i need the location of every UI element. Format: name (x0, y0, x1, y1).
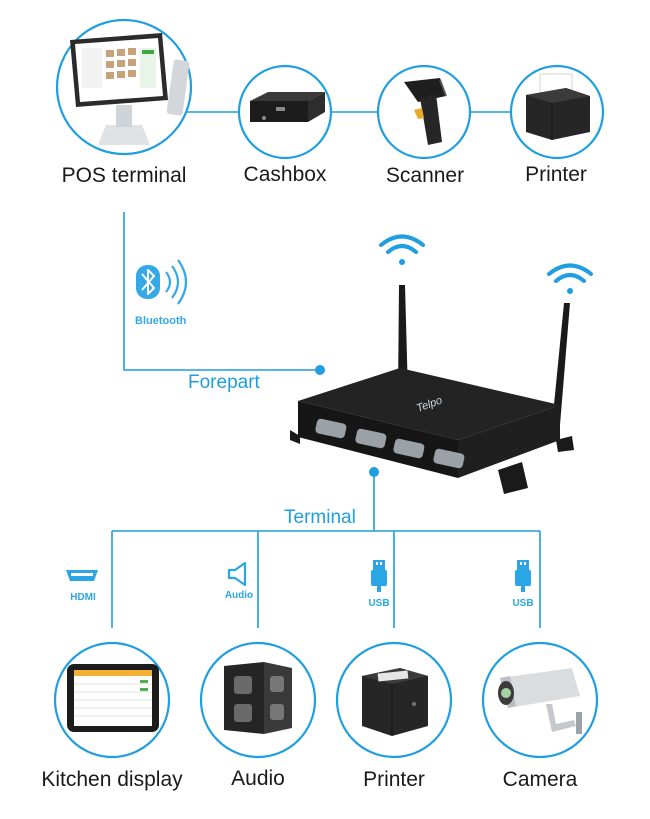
device-label-printer: Printer (525, 163, 587, 186)
security-camera-icon (481, 641, 599, 759)
device-label-pos: POS terminal (61, 164, 187, 187)
terminal-node (369, 467, 379, 477)
port-label-hdmi: HDMI (70, 592, 96, 603)
barcode-scanner-icon (376, 64, 472, 160)
device-label-audio: Audio (231, 767, 285, 790)
cashbox-icon (237, 64, 333, 160)
pos-terminal-icon (55, 18, 193, 156)
usb-icon (515, 560, 531, 592)
speaker-icon (199, 641, 317, 759)
bluetooth-label: Bluetooth (135, 315, 187, 327)
forepart-node (315, 365, 325, 375)
antenna-right (552, 303, 570, 425)
bluetooth-icon (136, 259, 188, 305)
wires (111, 111, 541, 628)
usb-icon (371, 560, 387, 592)
terminal-label: Terminal (284, 507, 356, 528)
device-label-cashbox: Cashbox (243, 163, 327, 186)
device-label-printer-bottom: Printer (363, 768, 425, 791)
audio-port-icon (227, 561, 247, 587)
device-label-scanner: Scanner (385, 164, 465, 187)
receipt-printer-icon (509, 64, 605, 160)
receipt-printer-icon (335, 641, 453, 759)
hdmi-icon (66, 570, 98, 581)
port-label-usb-camera: USB (512, 598, 534, 609)
router-hub: Telpo (290, 285, 574, 494)
antenna-left (398, 285, 408, 395)
wifi-icon (379, 234, 425, 265)
wire-forepart (123, 212, 320, 371)
wifi-icon (547, 263, 593, 294)
port-label-usb-printer: USB (368, 598, 390, 609)
port-label-audio: Audio (224, 590, 254, 601)
device-label-kitchen-display: Kitchen display (41, 768, 183, 791)
device-label-camera: Camera (502, 768, 578, 791)
serial-port (315, 418, 465, 469)
kitchen-display-icon (53, 641, 171, 759)
forepart-label: Forepart (188, 372, 260, 393)
